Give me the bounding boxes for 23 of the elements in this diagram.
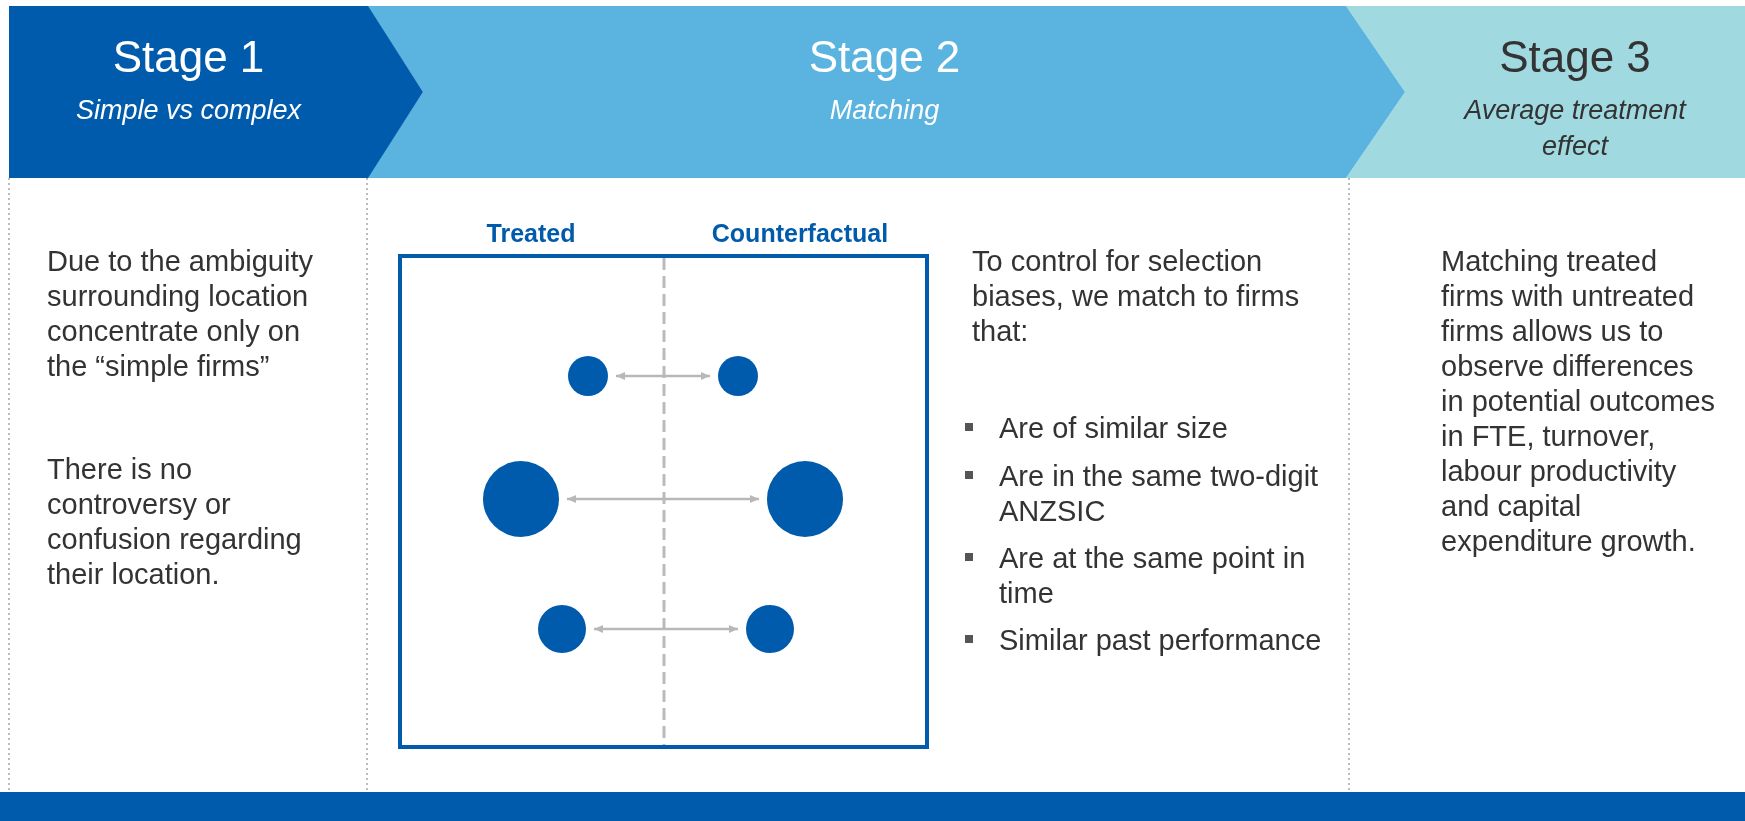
- firm-circle: [746, 605, 794, 653]
- column-heading: Treated: [486, 218, 576, 248]
- stage-subtitle: Matching: [828, 94, 941, 127]
- bullet-item: Are in the same two-digit ANZSIC: [999, 459, 1320, 529]
- double-arrow: [567, 495, 759, 503]
- firm-circle: [538, 605, 586, 653]
- stage-subtitle: Average treatment effect: [1462, 94, 1688, 163]
- bullet-item: Similar past performance: [999, 623, 1323, 658]
- firm-circle: [718, 356, 758, 396]
- double-arrow: [594, 625, 738, 633]
- double-arrow: [616, 372, 710, 380]
- firm-circle: [568, 356, 608, 396]
- bullet-item: Are of similar size: [999, 411, 1229, 446]
- description-text: Due to the ambiguity surrounding location concentrate only on the “simple firms”: [47, 244, 314, 384]
- stage-title: Stage 1: [111, 32, 266, 82]
- stage-subtitle: Simple vs complex: [74, 94, 303, 127]
- stage-title: Stage 2: [807, 32, 962, 82]
- stage-title: Stage 3: [1498, 32, 1652, 82]
- bullet-item: Are at the same point in time: [999, 541, 1307, 611]
- description-text: To control for selection biases, we match to firms that:: [972, 244, 1301, 349]
- column-heading: Counterfactual: [711, 218, 889, 248]
- description-text: There is no controversy or confusion regarding their location.: [47, 452, 303, 592]
- description-text: Matching treated firms with untreated firms allows us to observe differences in potential outcomes in FTE, turnover, labour productivity and capital expenditure growth.: [1441, 244, 1717, 559]
